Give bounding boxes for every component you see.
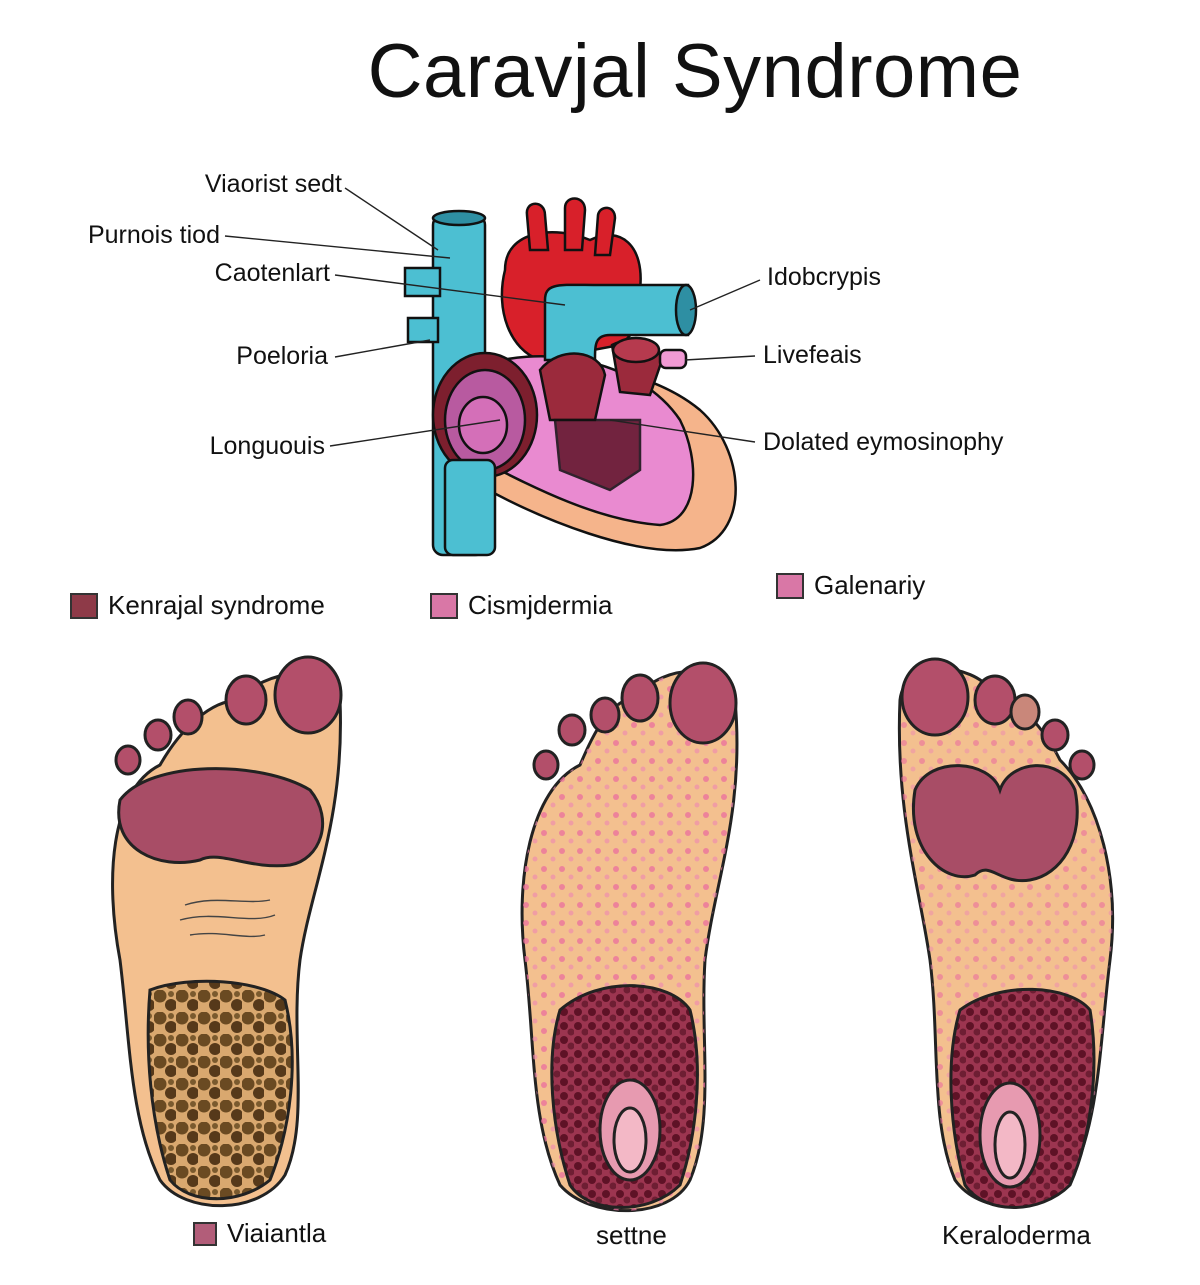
heart-label-right-2: Livefeais <box>763 341 862 369</box>
foot-label-1-text: Viaiantla <box>227 1218 327 1248</box>
heart-label-left-2: Purnois tiod <box>87 221 220 249</box>
foot-label-3: Keraloderma <box>942 1220 1091 1250</box>
legend-item-1: Kenrajal syndrome <box>70 590 325 621</box>
legend-label-2: Cismjdermia <box>468 590 613 620</box>
foot-3-lesion <box>912 764 1079 883</box>
heart-label-left-4: Poeloria <box>236 342 328 370</box>
foot-1-illustration <box>111 655 343 1208</box>
legend-item-3: Galenariy <box>776 570 925 601</box>
heart-label-left-3: Caotenlart <box>214 259 330 287</box>
foot-3-illustration <box>897 657 1114 1209</box>
foot-label-1: Viaiantla <box>193 1218 326 1249</box>
leader-lines <box>224 187 761 447</box>
legend-label-1: Kenrajal syndrome <box>108 590 325 620</box>
foot-2-illustration <box>520 661 739 1213</box>
foot-label-1-swatch <box>193 1221 217 1246</box>
foot-label-2: settne <box>596 1220 667 1250</box>
legend-swatch-2 <box>430 592 458 619</box>
foot-1-lesion <box>117 767 325 868</box>
page-title: Caravjal Syndrome <box>367 29 1023 114</box>
legend-swatch-3 <box>776 572 804 599</box>
foot-1-heel-lesion <box>146 979 294 1201</box>
heart-label-right-1: Idobcrypis <box>767 263 881 291</box>
heart-label-left-1: Viaorist sedt <box>204 170 342 198</box>
legend-swatch-1 <box>70 592 98 619</box>
legend-item-2: Cismjdermia <box>430 590 612 621</box>
valve-1 <box>538 352 607 422</box>
heart-illustration <box>403 197 737 557</box>
heart-label-left-5: Longuouis <box>209 432 325 460</box>
heart-label-right-3: Dolated eymosinophy <box>763 428 1004 456</box>
legend-label-3: Galenariy <box>814 570 926 600</box>
